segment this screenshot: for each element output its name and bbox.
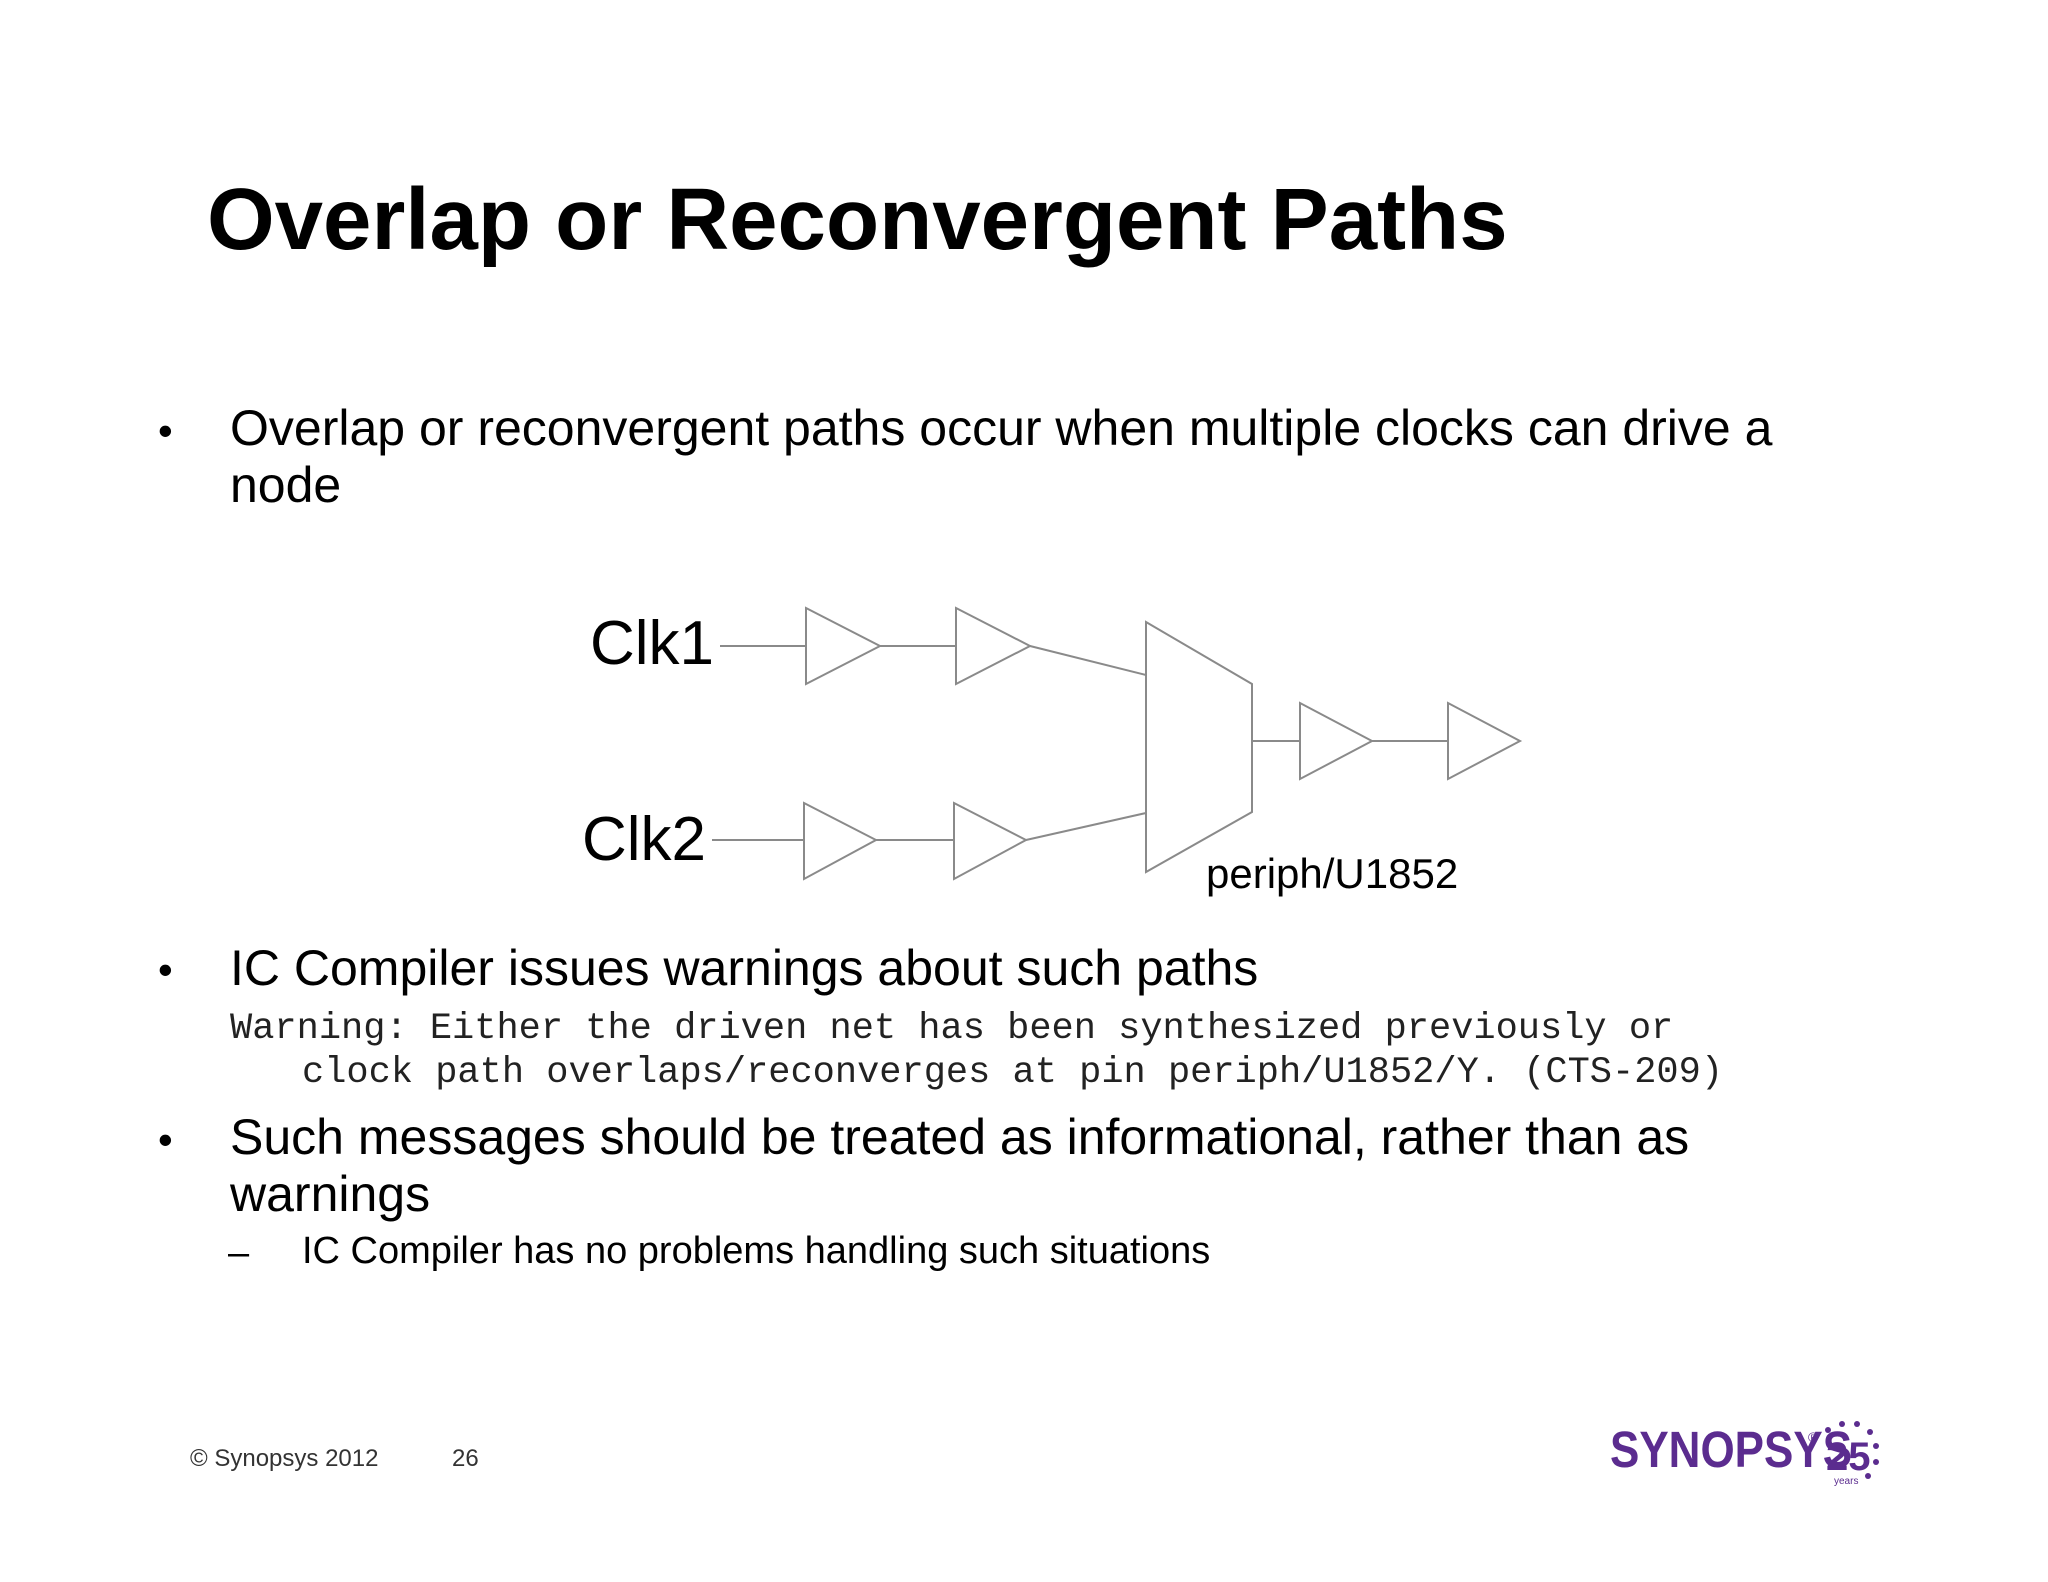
clk2-buffer-1 — [803, 801, 879, 881]
logo-registered: ® — [1808, 1429, 1819, 1445]
anniversary-number: 25 — [1826, 1435, 1871, 1479]
clk1-buffer-1 — [805, 606, 883, 686]
anniversary-word: years — [1834, 1476, 1858, 1487]
cell-label: periph/U1852 — [1206, 850, 1458, 897]
bullet-marker: • — [158, 407, 173, 454]
sub-bullet-marker: – — [228, 1232, 250, 1274]
sub-bullet-text: IC Compiler has no problems handling suc… — [302, 1230, 1211, 1272]
bullet-text: IC Compiler issues warnings about such p… — [230, 940, 1259, 996]
warning-code-line: Warning: Either the driven net has been … — [230, 1008, 1674, 1050]
bullet-line: warnings — [230, 1166, 431, 1222]
clk2-wire — [1025, 812, 1147, 841]
logo-wordmark: SYNOPSYS — [1610, 1422, 1852, 1479]
bullet-text: Such messages should be treated as infor… — [230, 1109, 1689, 1223]
bullet-line: Overlap or reconvergent paths occur when… — [230, 400, 1773, 456]
clk1-wire — [1029, 645, 1147, 676]
clk1-label: Clk1 — [590, 609, 714, 678]
bullet-marker: • — [158, 946, 173, 993]
clk2-label: Clk2 — [582, 805, 706, 874]
warning-code-line: clock path overlaps/reconverges at pin p… — [302, 1052, 1724, 1094]
clk2-buffer-2 — [953, 801, 1029, 881]
slide-title: Overlap or Reconvergent Paths — [207, 171, 1508, 268]
anniversary-badge-icon: 25 years — [1825, 1421, 1879, 1487]
clk1-buffer-2 — [955, 606, 1033, 686]
output-buffer-1 — [1299, 701, 1375, 781]
bullet-line: Such messages should be treated as infor… — [230, 1109, 1690, 1165]
synopsys-logo: SYNOPSYS ® 25 years — [1610, 1421, 1879, 1487]
bullet-line: node — [230, 457, 342, 513]
output-buffer-2 — [1447, 701, 1523, 781]
bullet-text: Overlap or reconvergent paths occur when… — [230, 400, 1772, 514]
bullet-marker: • — [158, 1116, 173, 1163]
page-number: 26 — [452, 1445, 479, 1472]
copyright: © Synopsys 2012 — [190, 1445, 379, 1472]
mux-cell — [1145, 620, 1253, 874]
